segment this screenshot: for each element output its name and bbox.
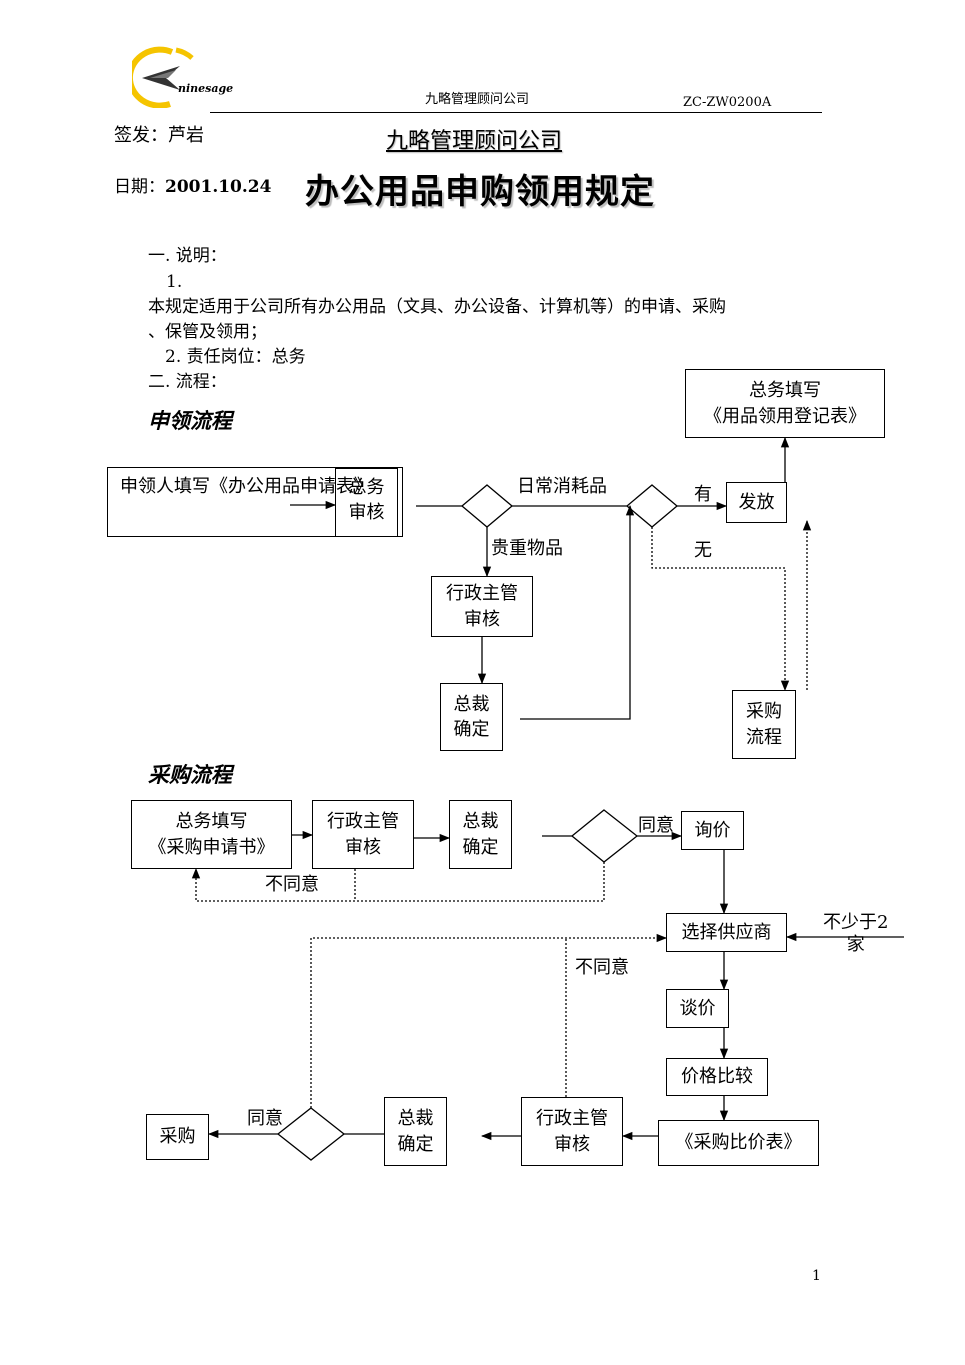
flow1-apply-box bbox=[107, 467, 403, 537]
flow2-negotiate-box: 谈价 bbox=[666, 989, 729, 1028]
flow1-issue-box: 发放 bbox=[726, 482, 787, 523]
flow2-agree1-label: 同意 bbox=[638, 815, 674, 836]
date-label: 日期： bbox=[114, 177, 165, 197]
flow1-daily-label: 日常消耗品 bbox=[517, 476, 607, 497]
header-doc-code: ZC-ZW0200A bbox=[683, 95, 772, 110]
page-title: 办公用品申购领用规定 bbox=[305, 172, 655, 212]
issuer-line: 签发：芦岩 bbox=[114, 125, 204, 146]
flow1-ceo-confirm-box: 总裁 确定 bbox=[440, 683, 503, 751]
flow1-register-box: 总务填写 《用品领用登记表》 bbox=[685, 369, 885, 438]
page-number: 1 bbox=[812, 1268, 821, 1284]
section-1-heading: 一. 说明： bbox=[148, 246, 227, 266]
flow2-min-suppliers-label: 不少于2 家 bbox=[823, 912, 889, 955]
flow2-title: 采购流程 bbox=[148, 762, 232, 787]
flow1-have-label: 有 bbox=[694, 484, 712, 505]
flow2-decision-diamond-1 bbox=[570, 809, 639, 863]
date-value: 2001.10.24 bbox=[165, 177, 272, 197]
flow2-agree2-label: 同意 bbox=[247, 1108, 283, 1129]
flow2-compare-form-box: 《采购比价表》 bbox=[658, 1120, 819, 1166]
title-company: 九略管理顾问公司 bbox=[386, 129, 563, 154]
flow2-disagree1-label: 不同意 bbox=[265, 874, 319, 895]
logo-text: ninesage bbox=[178, 82, 234, 95]
item-2: 2. 责任岗位：总务 bbox=[165, 347, 306, 367]
flow1-valuable-label: 贵重物品 bbox=[491, 538, 563, 559]
flow1-apply-inner-border bbox=[402, 467, 407, 535]
item-1-number: 1. bbox=[166, 272, 183, 292]
flow2-supplier-box: 选择供应商 bbox=[666, 913, 787, 952]
flow2-ceo-confirm-box: 总裁 确定 bbox=[449, 800, 512, 869]
header-divider bbox=[210, 112, 822, 113]
flow2-inquiry-box: 询价 bbox=[681, 811, 744, 850]
flow1-admin-review-box: 行政主管 审核 bbox=[431, 576, 533, 637]
item-1-line2: 、保管及领用； bbox=[148, 322, 267, 342]
flow2-admin-review2-box: 行政主管 审核 bbox=[521, 1097, 623, 1166]
date-line: 日期：2001.10.24 bbox=[114, 177, 271, 197]
flow1-none-label: 无 bbox=[694, 540, 712, 561]
item-1-line1: 本规定适用于公司所有办公用品（文具、办公设备、计算机等）的申请、采购 bbox=[148, 297, 726, 317]
flow2-ceo-confirm2-box: 总裁 确定 bbox=[384, 1097, 447, 1166]
flow2-admin-review-box: 行政主管 审核 bbox=[312, 800, 414, 869]
flow1-decision-diamond-1 bbox=[460, 484, 514, 528]
flow2-compare-box: 价格比较 bbox=[666, 1058, 768, 1096]
flow2-decision-diamond-2 bbox=[276, 1107, 346, 1161]
flow1-purchase-box: 采购 流程 bbox=[732, 690, 796, 759]
header-company: 九略管理顾问公司 bbox=[425, 92, 530, 107]
flow1-title: 申领流程 bbox=[148, 408, 232, 433]
flow2-disagree2-label: 不同意 bbox=[575, 957, 629, 978]
flow2-request-box: 总务填写 《采购申请书》 bbox=[131, 800, 292, 869]
flow2-purchase-box: 采购 bbox=[146, 1114, 209, 1160]
flow1-decision-diamond-2 bbox=[625, 484, 679, 528]
section-2-heading: 二. 流程： bbox=[148, 372, 227, 392]
flow1-apply-text: 申领人填写《办公用品申请表》 bbox=[120, 476, 372, 497]
